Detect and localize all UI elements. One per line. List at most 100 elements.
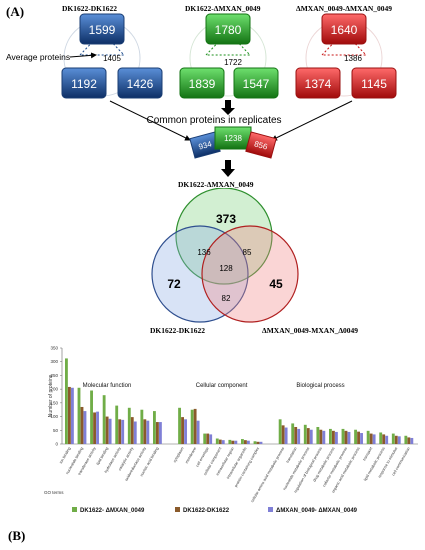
replicate-title-1: DK1622-DK1622 (62, 4, 117, 13)
bar-s2-c25 (385, 435, 389, 444)
venn-green-red: 85 (243, 248, 252, 257)
bar-s2-c3 (108, 418, 112, 444)
bar-s0-c21 (329, 428, 332, 444)
bar-s2-c19 (309, 429, 313, 444)
bar-s1-c4 (118, 419, 122, 444)
legend-swatch-2 (268, 507, 273, 512)
venn-left-label: DK1622-DK1622 (150, 326, 205, 335)
bar-s2-c13 (234, 440, 238, 444)
bar-s2-c5 (133, 421, 137, 444)
venn-blue-only: 72 (167, 277, 181, 291)
bar-s2-c27 (410, 437, 414, 444)
bar-s2-c18 (297, 428, 301, 444)
legend-swatch-1 (175, 507, 180, 512)
bar-s1-c24 (369, 433, 373, 444)
bar-s0-c10 (190, 409, 194, 444)
bar-s2-c26 (397, 436, 401, 444)
replicate-1-center-value: 1405 (103, 54, 121, 63)
bar-s2-c7 (158, 422, 162, 444)
bar-s0-c20 (316, 426, 320, 444)
venn-blue-red: 82 (222, 294, 231, 303)
bar-s1-c5 (130, 417, 134, 444)
bar-s0-c12 (215, 438, 219, 444)
replicate-3-left-box (295, 67, 341, 99)
bar-s2-c4 (121, 419, 125, 444)
bar-s0-c27 (404, 435, 408, 444)
bar-s0-c23 (354, 429, 357, 444)
common-center-value: 1238 (224, 134, 242, 143)
replicate-3-center-value: 1386 (344, 54, 362, 63)
bar-s1-c19 (306, 428, 310, 444)
replicate-2-top-box (205, 13, 251, 45)
bar-s2-c21 (334, 431, 338, 444)
bar-s0-c17 (278, 419, 282, 444)
bar-s0-c15 (253, 441, 257, 444)
y-tick-label-0: 0 (55, 442, 58, 447)
replicate-group-2: 1780 1839 1547 1722 (179, 13, 279, 99)
category-label-10: membrane (185, 447, 198, 465)
bar-s2-c20 (322, 430, 326, 444)
category-label-9: cytoplasm (173, 447, 185, 464)
replicate-3-left-value: 1374 (305, 77, 332, 91)
y-tick-label-2: 100 (50, 414, 58, 419)
replicate-3-top-value: 1640 (331, 23, 358, 37)
bar-s0-c9 (178, 407, 181, 444)
venn-right-label: ΔMXAN_0049-MXAN_Δ0049 (262, 326, 359, 335)
bar-s1-c23 (357, 431, 360, 444)
replicate-2-right-value: 1547 (243, 77, 270, 91)
replicate-group-1: 1599 1192 1426 1405 (61, 13, 163, 99)
legend-label-2: ΔMXAN_0049- ΔMXAN_0049 (276, 508, 358, 514)
replicate-1-right-value: 1426 (127, 77, 154, 91)
bar-s1-c3 (105, 416, 109, 444)
bar-s2-c0 (70, 387, 74, 444)
category-label-3: lipid binding (96, 447, 109, 466)
replicate-group-3: 1640 1374 1145 1386 (295, 13, 397, 99)
bar-s1-c14 (243, 440, 247, 444)
venn-circle-green (175, 188, 273, 285)
replicate-3-right-box (351, 67, 397, 99)
bar-s1-c21 (331, 430, 335, 444)
bar-s0-c5 (127, 407, 131, 444)
bar-s1-c17 (281, 425, 285, 444)
bar-s0-c1 (77, 387, 81, 444)
bar-s2-c23 (360, 433, 363, 444)
y-tick-label-1: 50 (53, 428, 59, 433)
bar-s1-c10 (193, 408, 197, 444)
bar-s0-c26 (391, 433, 395, 444)
bar-s0-c7 (153, 411, 156, 444)
y-tick-label-3: 150 (50, 400, 58, 405)
replicate-2-left-box (179, 67, 225, 99)
bar-s0-c19 (303, 424, 307, 444)
bar-s2-c9 (184, 419, 187, 444)
bar-s0-c6 (140, 409, 144, 444)
replicate-1-top-box (79, 13, 125, 45)
bar-s1-c25 (382, 434, 386, 444)
bar-s0-c0 (65, 358, 68, 444)
bar-s2-c14 (246, 440, 250, 444)
replicate-title-3: ΔMXAN_0049-ΔMXAN_0049 (296, 4, 393, 13)
legend-label-1: DK1622-DK1622 (183, 508, 230, 514)
bar-s1-c26 (394, 435, 398, 444)
bar-s1-c15 (256, 441, 260, 444)
bar-s0-c13 (228, 439, 232, 444)
venn-green-only: 373 (216, 212, 236, 226)
bar-s0-c11 (203, 433, 207, 444)
bar-s1-c6 (143, 419, 147, 444)
common-arrow-left (109, 100, 191, 141)
bar-s0-c2 (90, 390, 93, 444)
bar-s1-c0 (67, 386, 71, 444)
bar-s2-c11 (209, 434, 213, 444)
bar-s1-c9 (181, 417, 184, 444)
replicate-2-top-value: 1780 (215, 23, 242, 37)
bar-s2-c24 (372, 434, 376, 444)
y-tick-label-4: 200 (50, 387, 58, 392)
bar-s0-c22 (341, 428, 345, 444)
down-arrow-1 (221, 100, 235, 115)
group-label-2: Biological process (296, 383, 344, 389)
category-label-0: ion binding (59, 447, 72, 465)
legend-label-0: DK1622- ΔMXAN_0049 (80, 508, 145, 514)
y-tick-label-5: 250 (50, 373, 58, 378)
venn-circle-blue (151, 225, 249, 323)
bar-s1-c1 (80, 406, 84, 444)
